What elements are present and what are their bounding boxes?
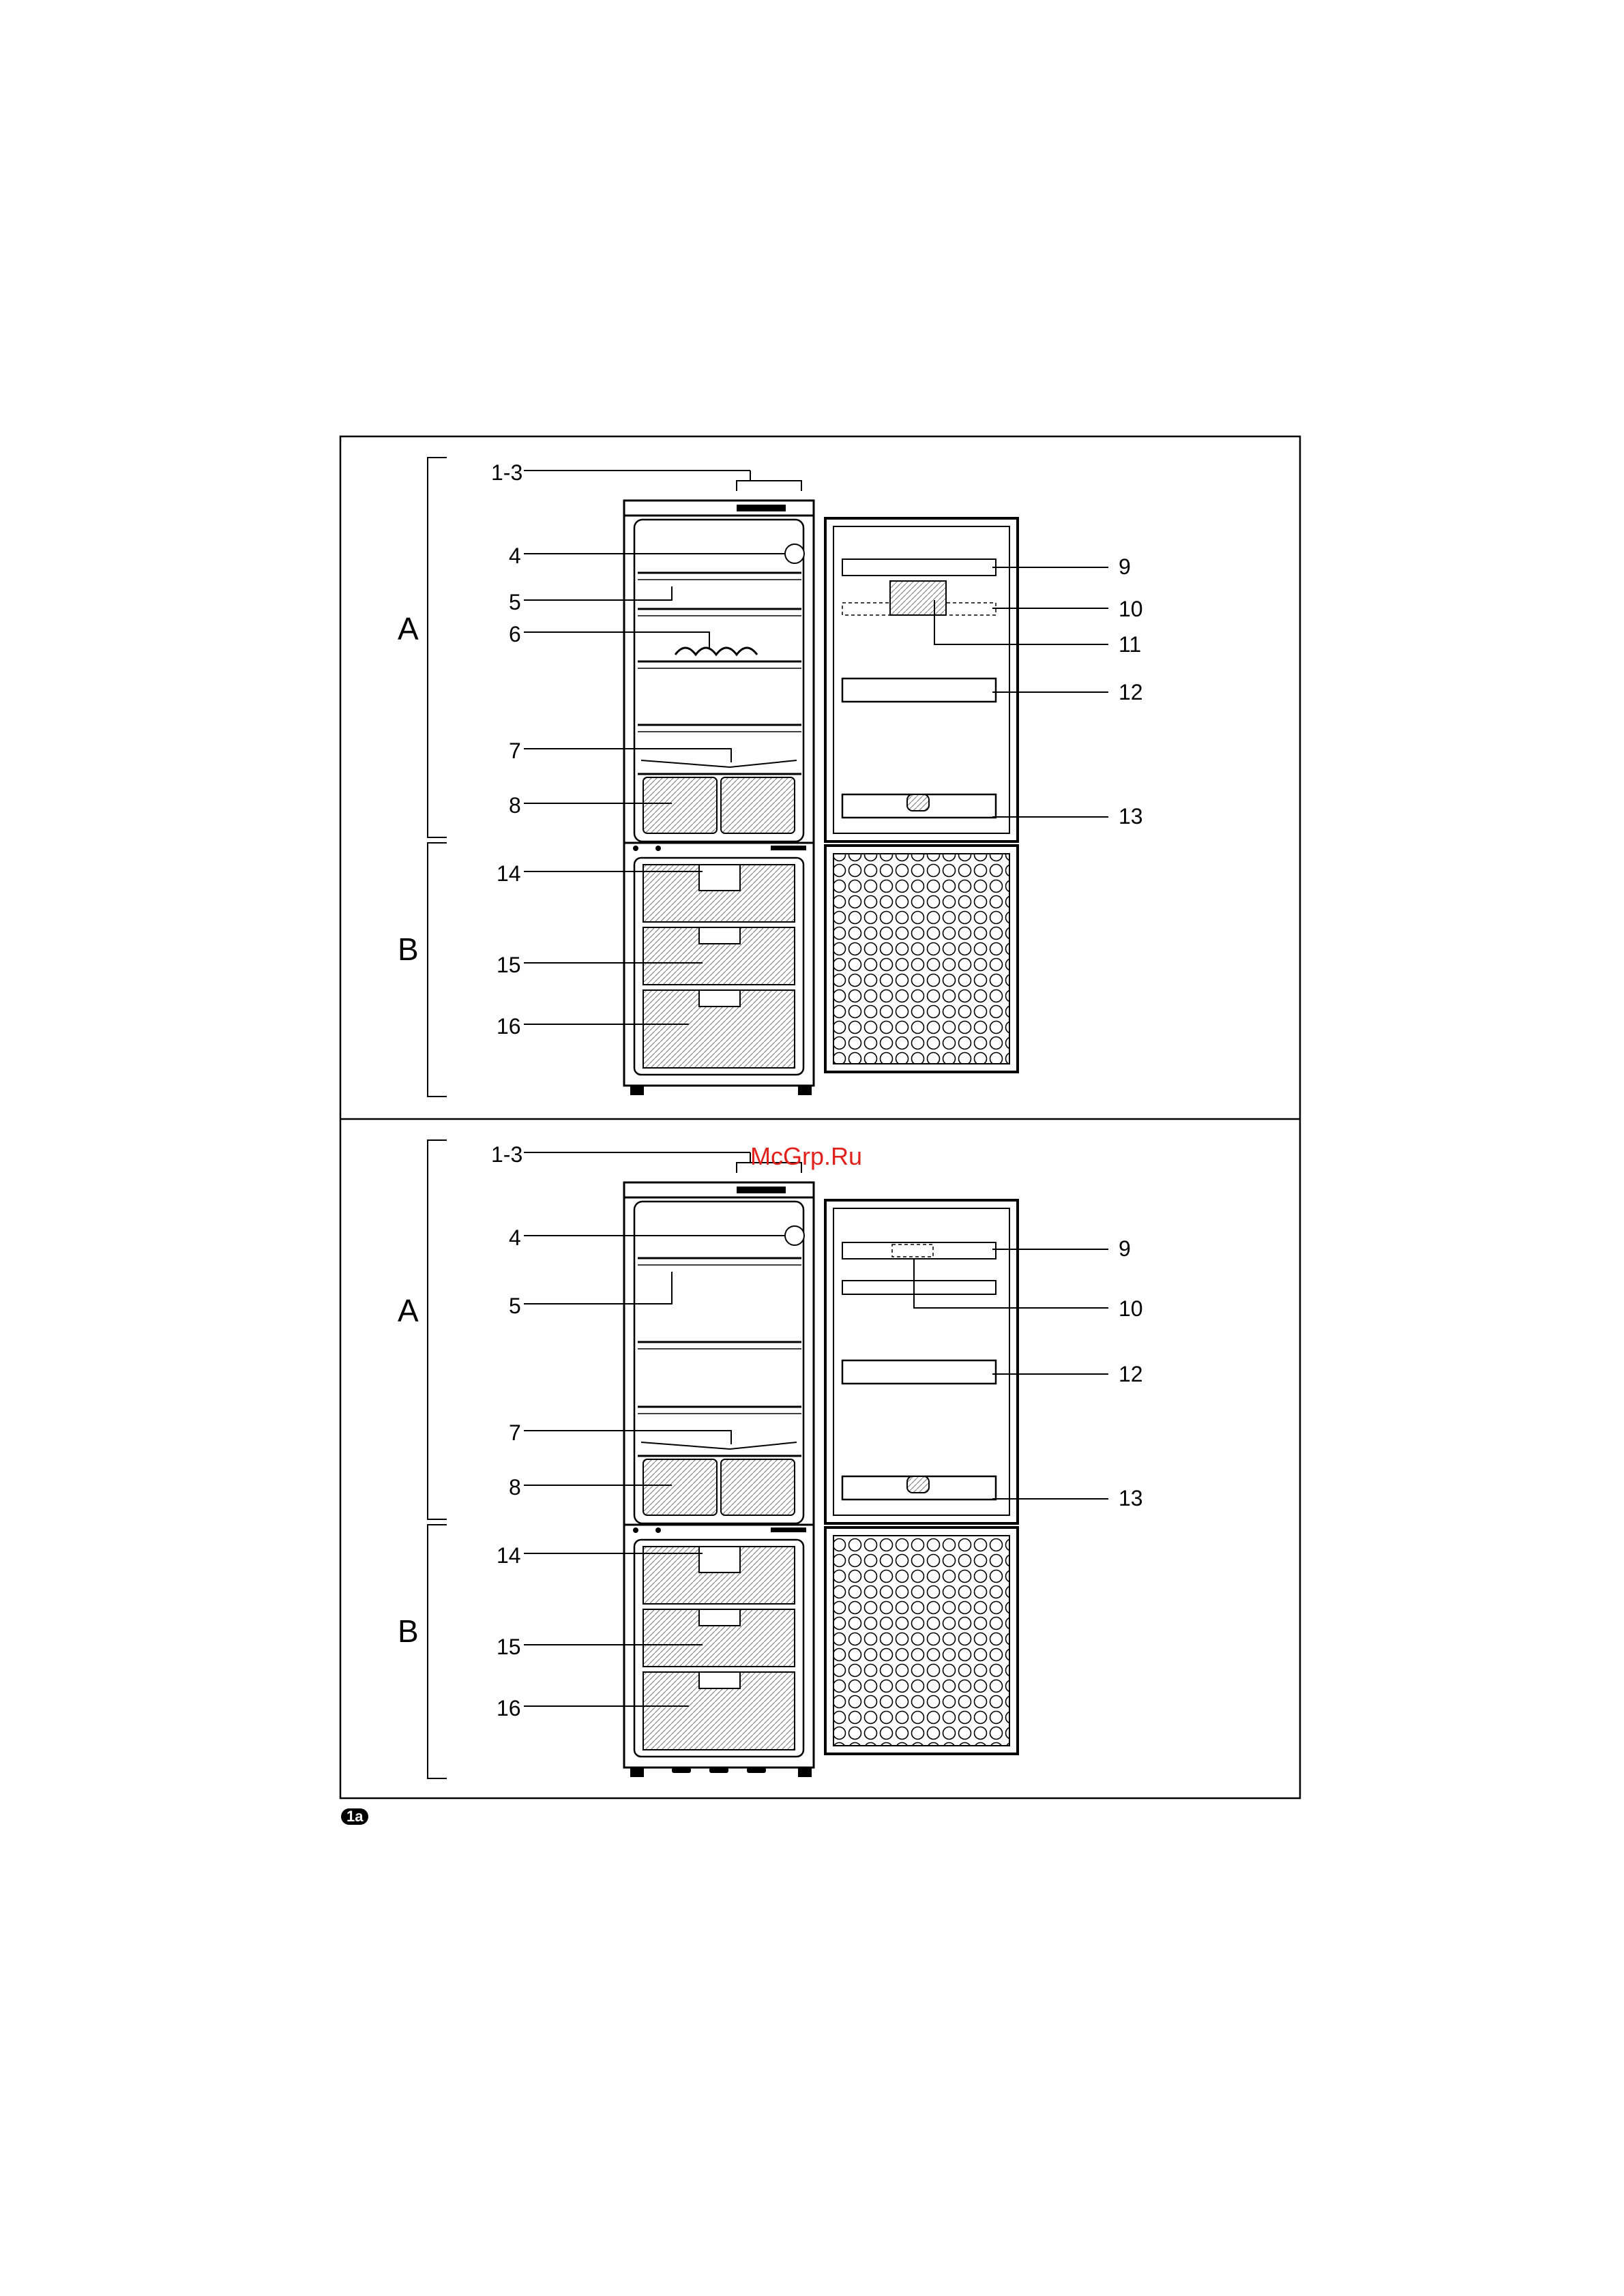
section-label-b: B — [398, 1613, 419, 1649]
fridge-door — [825, 518, 1018, 1072]
callout-label: 12 — [1119, 1362, 1143, 1386]
callout-label: 12 — [1119, 680, 1143, 704]
fridge-cabinet — [624, 1182, 814, 1777]
callout-label: 14 — [497, 861, 521, 886]
callout-label: 5 — [509, 590, 521, 614]
panel-1: A B — [398, 458, 1143, 1097]
section-label-a: A — [398, 611, 419, 646]
callout-label: 16 — [497, 1696, 521, 1720]
callout-label: 1-3 — [491, 460, 522, 485]
callout-label: 16 — [497, 1014, 521, 1039]
section-label-b: B — [398, 931, 419, 967]
callout-label: 1-3 — [491, 1142, 522, 1167]
callout-label: 4 — [509, 543, 521, 568]
callout-label: 8 — [509, 793, 521, 818]
callout-label: 9 — [1119, 554, 1131, 579]
callout-label: 4 — [509, 1225, 521, 1250]
callout-label: 5 — [509, 1294, 521, 1318]
fridge-cabinet — [624, 501, 814, 1095]
callout-label: 15 — [497, 1635, 521, 1659]
callout-label: 11 — [1119, 632, 1141, 657]
callout-label: 13 — [1119, 804, 1143, 829]
callout-label: 13 — [1119, 1486, 1143, 1510]
callout-label: 7 — [509, 739, 521, 763]
callout-label: 10 — [1119, 1296, 1143, 1321]
callout-label: 15 — [497, 953, 521, 977]
panel-2: A B — [398, 1140, 1143, 1778]
callout-label: 9 — [1119, 1236, 1131, 1261]
callout-label: 6 — [509, 622, 521, 646]
figure-badge-label: 1a — [346, 1808, 364, 1825]
callout-label: 10 — [1119, 597, 1143, 621]
watermark: McGrp.Ru — [750, 1142, 862, 1170]
section-label-a: A — [398, 1293, 419, 1328]
callout-label: 14 — [497, 1543, 521, 1568]
figure-badge: 1a — [341, 1808, 368, 1825]
fridge-door — [825, 1200, 1018, 1754]
callout-label: 8 — [509, 1475, 521, 1500]
callout-label: 7 — [509, 1420, 521, 1445]
figure-frame — [340, 436, 1300, 1798]
